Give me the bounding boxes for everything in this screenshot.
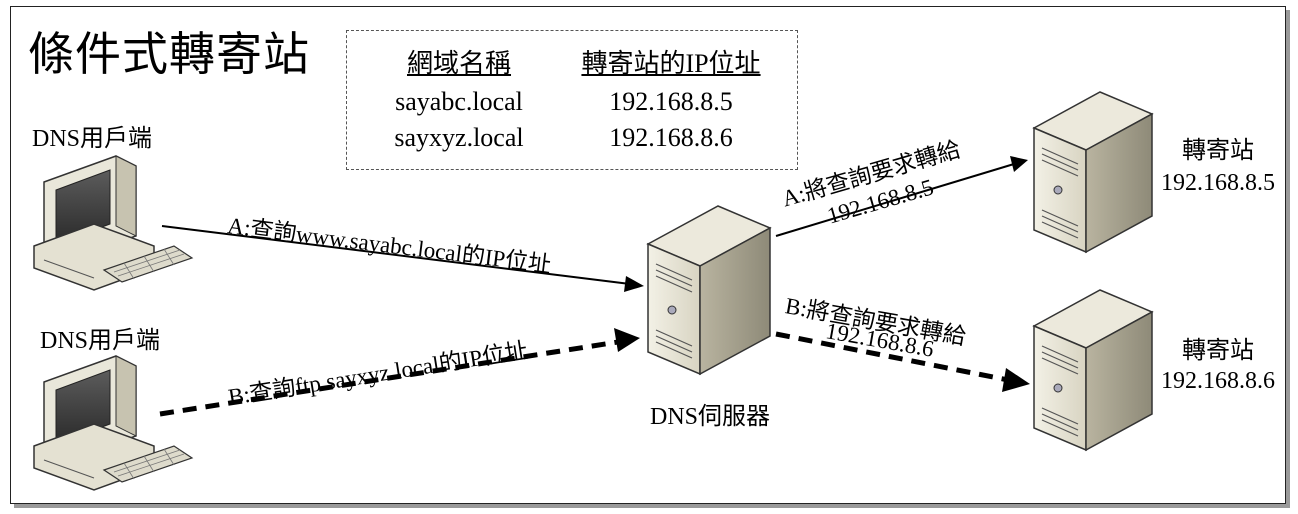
forwarder-label-2: 轉寄站 bbox=[1182, 338, 1254, 364]
table-header-ip: 轉寄站的IP位址 bbox=[581, 49, 761, 78]
arrow-query-a bbox=[161, 225, 644, 292]
client-computer-icon-1 bbox=[33, 155, 194, 291]
dns-server-icon bbox=[646, 205, 772, 376]
arrow-forward-a bbox=[775, 156, 1028, 237]
forwarder-label-1: 轉寄站 bbox=[1182, 138, 1254, 164]
table-cell-ip-2: 192.168.8.6 bbox=[609, 123, 733, 152]
forwarder-ip-1: 192.168.8.5 bbox=[1161, 170, 1275, 196]
forwarder-mapping-table: 網域名稱 轉寄站的IP位址 sayabc.local 192.168.8.5 s… bbox=[346, 30, 798, 170]
diagram-title: 條件式轉寄站 bbox=[28, 27, 310, 81]
dns-server-label: DNS伺服器 bbox=[649, 404, 771, 430]
client-label-1: DNS用戶端 bbox=[32, 126, 153, 152]
table-header-domain: 網域名稱 bbox=[406, 49, 512, 78]
client-label-2: DNS用戶端 bbox=[40, 328, 161, 354]
client-computer-icon-2 bbox=[33, 355, 194, 491]
table-cell-domain-1: sayabc.local bbox=[395, 87, 523, 116]
forwarder-server-icon-2 bbox=[1032, 289, 1154, 452]
arrow-forward-b bbox=[775, 331, 1030, 392]
arrow-query-b bbox=[159, 328, 640, 417]
table-cell-ip-1: 192.168.8.5 bbox=[609, 87, 733, 116]
table-cell-domain-2: sayxyz.local bbox=[394, 123, 524, 152]
forwarder-ip-2: 192.168.8.6 bbox=[1161, 368, 1275, 394]
forwarder-server-icon-1 bbox=[1032, 91, 1154, 254]
